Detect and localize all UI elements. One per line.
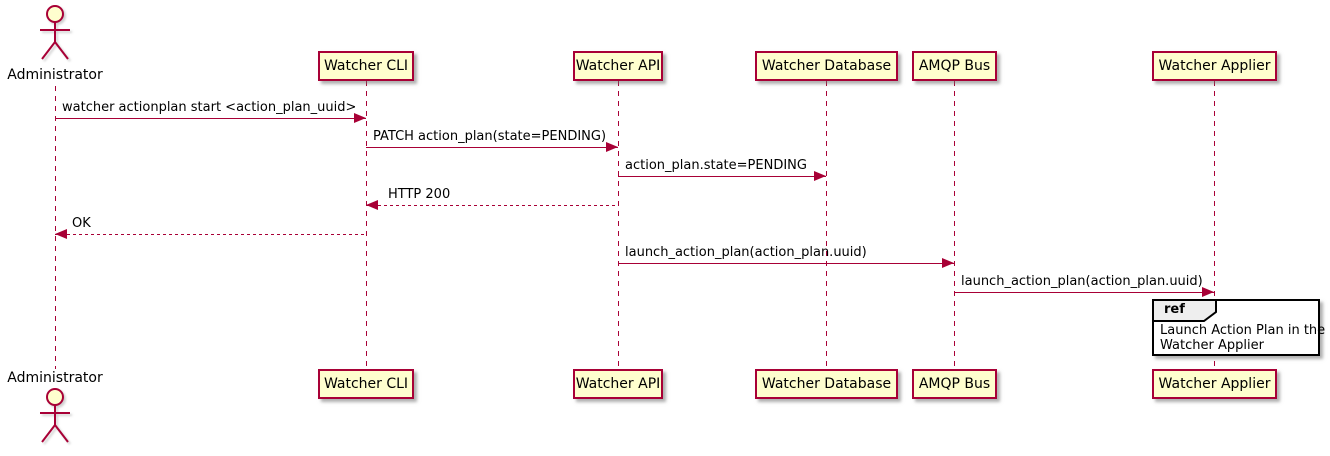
participant-watcher-cli-bottom: Watcher CLI	[318, 369, 414, 399]
participant-watcher-api-top: Watcher API	[573, 51, 663, 81]
participant-label: Watcher API	[575, 376, 661, 392]
participant-watcher-applier-top: Watcher Applier	[1152, 51, 1277, 81]
message-label: watcher actionplan start <action_plan_uu…	[62, 100, 357, 115]
participant-label: Watcher CLI	[323, 376, 409, 392]
message-line	[55, 118, 366, 119]
lifeline-administrator	[55, 86, 56, 369]
participant-watcher-database-top: Watcher Database	[755, 51, 898, 81]
lifeline-watcher-api	[618, 81, 619, 369]
ref-keyword: ref	[1164, 302, 1185, 317]
message-line	[954, 292, 1214, 293]
arrowhead-right-icon	[606, 142, 618, 152]
participant-watcher-applier-bottom: Watcher Applier	[1152, 369, 1277, 399]
ref-text-line2: Watcher Applier	[1160, 338, 1264, 353]
actor-icon	[40, 388, 70, 443]
message-label: action_plan.state=PENDING	[625, 158, 807, 173]
ref-text-line1: Launch Action Plan in the	[1160, 323, 1326, 338]
participant-label: AMQP Bus	[918, 58, 991, 74]
arrowhead-left-icon	[55, 229, 67, 239]
participant-amqp-bus-top: AMQP Bus	[912, 51, 997, 81]
lifeline-watcher-database	[826, 81, 827, 369]
message-line	[55, 234, 366, 235]
participant-label: Watcher Applier	[1158, 376, 1271, 392]
ref-fragment: ref Launch Action Plan in the Watcher Ap…	[1152, 299, 1325, 356]
arrowhead-right-icon	[942, 258, 954, 268]
message-label: launch_action_plan(action_plan.uuid)	[625, 245, 867, 260]
lifeline-watcher-applier	[1214, 81, 1215, 369]
message-line	[366, 147, 618, 148]
participant-label: AMQP Bus	[918, 376, 991, 392]
participant-label: Watcher Applier	[1158, 58, 1271, 74]
message-line	[618, 176, 826, 177]
message-line	[618, 263, 954, 264]
participant-label: Watcher Database	[761, 376, 892, 392]
participant-watcher-database-bottom: Watcher Database	[755, 369, 898, 399]
actor-label-top: Administrator	[7, 67, 103, 83]
participant-label: Watcher CLI	[323, 58, 409, 74]
participant-watcher-cli-top: Watcher CLI	[318, 51, 414, 81]
participant-label: Watcher API	[575, 58, 661, 74]
message-label: launch_action_plan(action_plan.uuid)	[961, 274, 1203, 289]
lifeline-watcher-cli	[366, 81, 367, 369]
lifeline-amqp-bus	[954, 81, 955, 369]
message-line	[366, 205, 618, 206]
actor-label-bottom: Administrator	[7, 370, 103, 386]
arrowhead-left-icon	[366, 200, 378, 210]
message-label: OK	[72, 216, 91, 231]
message-label: HTTP 200	[388, 187, 451, 202]
arrowhead-right-icon	[354, 113, 366, 123]
message-label: PATCH action_plan(state=PENDING)	[373, 129, 607, 144]
ref-header-pentagon	[1152, 299, 1217, 322]
arrowhead-right-icon	[1202, 287, 1214, 297]
actor-icon	[40, 5, 70, 60]
arrowhead-right-icon	[814, 171, 826, 181]
participant-amqp-bus-bottom: AMQP Bus	[912, 369, 997, 399]
participant-watcher-api-bottom: Watcher API	[573, 369, 663, 399]
participant-label: Watcher Database	[761, 58, 892, 74]
